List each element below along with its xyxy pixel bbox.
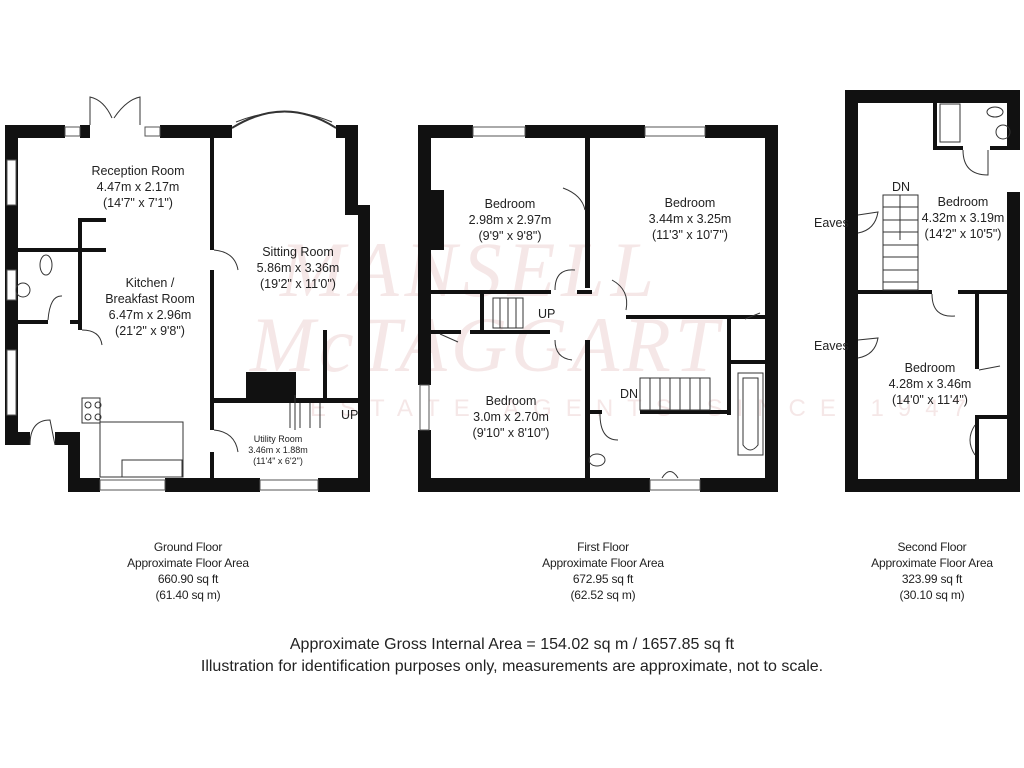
room-size-metric: 6.47m x 2.96m: [108, 308, 192, 322]
room-name: Sitting Room: [262, 245, 334, 259]
room-size-imperial: (14'0" x 11'4"): [892, 393, 968, 407]
room-size-imperial: (19'2" x 11'0"): [260, 277, 336, 291]
room-size-imperial: (14'7" x 7'1"): [103, 196, 173, 210]
floor-title: First Floor: [577, 540, 629, 554]
eaves-label: Eaves: [814, 216, 849, 230]
floor-subtitle: Approximate Floor Area: [127, 556, 249, 570]
room-size-imperial: (9'9" x 9'8"): [478, 229, 542, 243]
eaves-label: Eaves: [814, 339, 849, 353]
room-name: Utility Room: [253, 434, 303, 444]
room-name: Bedroom: [904, 361, 956, 375]
room-name: Kitchen /: [125, 276, 175, 290]
room-size-imperial: (14'2" x 10'5"): [924, 227, 1002, 241]
floor-area-sqft: 323.99 sq ft: [901, 572, 963, 586]
floor-area-sqft: 660.90 sq ft: [157, 572, 219, 586]
room-label-bedroom-3: Bedroom 3.0m x 2.70m (9'10" x 8'10"): [473, 393, 550, 441]
room-size-imperial: (21'2" x 9'8"): [115, 324, 185, 338]
room-label-reception: Reception Room 4.47m x 2.17m (14'7" x 7'…: [91, 163, 184, 211]
floor-area-sqft: 672.95 sq ft: [572, 572, 634, 586]
room-label-sitting: Sitting Room 5.86m x 3.36m (19'2" x 11'0…: [257, 244, 340, 292]
watermark-logo: MANSELL: [280, 226, 661, 313]
room-size-metric: 4.47m x 2.17m: [96, 180, 180, 194]
ground-floor-windows: [6, 126, 319, 491]
stairs-up-label: UP: [538, 307, 556, 321]
ground-floor-summary: Ground Floor Approximate Floor Area 660.…: [127, 539, 249, 603]
room-label-kitchen: Kitchen / Breakfast Room 6.47m x 2.96m (…: [105, 275, 195, 339]
room-size-metric: 3.44m x 3.25m: [648, 212, 732, 226]
room-name: Reception Room: [91, 164, 185, 178]
gross-area-text: Approximate Gross Internal Area = 154.02…: [289, 636, 735, 653]
floor-subtitle: Approximate Floor Area: [871, 556, 993, 570]
stairs-down-label: DN: [620, 387, 639, 401]
room-size-metric: 3.0m x 2.70m: [473, 410, 549, 424]
second-floor-fixtures: [857, 103, 1011, 456]
room-name: Bedroom: [484, 197, 536, 211]
floor-title: Ground Floor: [153, 540, 223, 554]
room-name: Bedroom: [937, 195, 989, 209]
floor-subtitle: Approximate Floor Area: [542, 556, 664, 570]
first-floor-windows: [419, 126, 706, 491]
room-label-bedroom-top: Bedroom 4.32m x 3.19m (14'2" x 10'5"): [922, 194, 1005, 242]
room-size-metric: 4.28m x 3.46m: [888, 377, 972, 391]
stairs-up-label: UP: [341, 408, 359, 422]
room-label-utility: Utility Room 3.46m x 1.88m (11'4" x 6'2"…: [248, 434, 308, 467]
room-name: Bedroom: [664, 196, 716, 210]
first-floor-fixtures: [439, 187, 764, 479]
room-size-metric: 2.98m x 2.97m: [468, 213, 552, 227]
first-floor-summary: First Floor Approximate Floor Area 672.9…: [542, 539, 664, 603]
room-size-metric: 5.86m x 3.36m: [256, 261, 340, 275]
room-name-2: Breakfast Room: [105, 292, 195, 306]
floor-title: Second Floor: [897, 540, 967, 554]
ground-floor-fixtures: [15, 96, 337, 478]
room-label-bedroom-2: Bedroom 3.44m x 3.25m (11'3" x 10'7"): [649, 195, 732, 243]
room-name: Bedroom: [485, 394, 537, 408]
second-floor-walls: [845, 90, 1020, 492]
floor-area-sqm: (30.10 sq m): [899, 588, 965, 602]
disclaimer-text: Illustration for identification purposes…: [200, 658, 824, 675]
room-size-imperial: (9'10" x 8'10"): [472, 426, 550, 440]
stairs-down-label: DN: [892, 180, 911, 194]
room-size-imperial: (11'3" x 10'7"): [652, 228, 728, 242]
room-size-metric: 4.32m x 3.19m: [921, 211, 1005, 225]
room-label-bedroom-bottom: Bedroom 4.28m x 3.46m (14'0" x 11'4"): [889, 360, 972, 408]
room-size-metric: 3.46m x 1.88m: [248, 445, 308, 455]
room-label-bedroom-1: Bedroom 2.98m x 2.97m (9'9" x 9'8"): [469, 196, 552, 244]
floor-area-sqm: (61.40 sq m): [155, 588, 221, 602]
second-floor-summary: Second Floor Approximate Floor Area 323.…: [871, 539, 993, 603]
room-size-imperial: (11'4" x 6'2"): [253, 456, 303, 466]
floor-area-sqm: (62.52 sq m): [570, 588, 636, 602]
first-floor-walls: [418, 125, 778, 492]
